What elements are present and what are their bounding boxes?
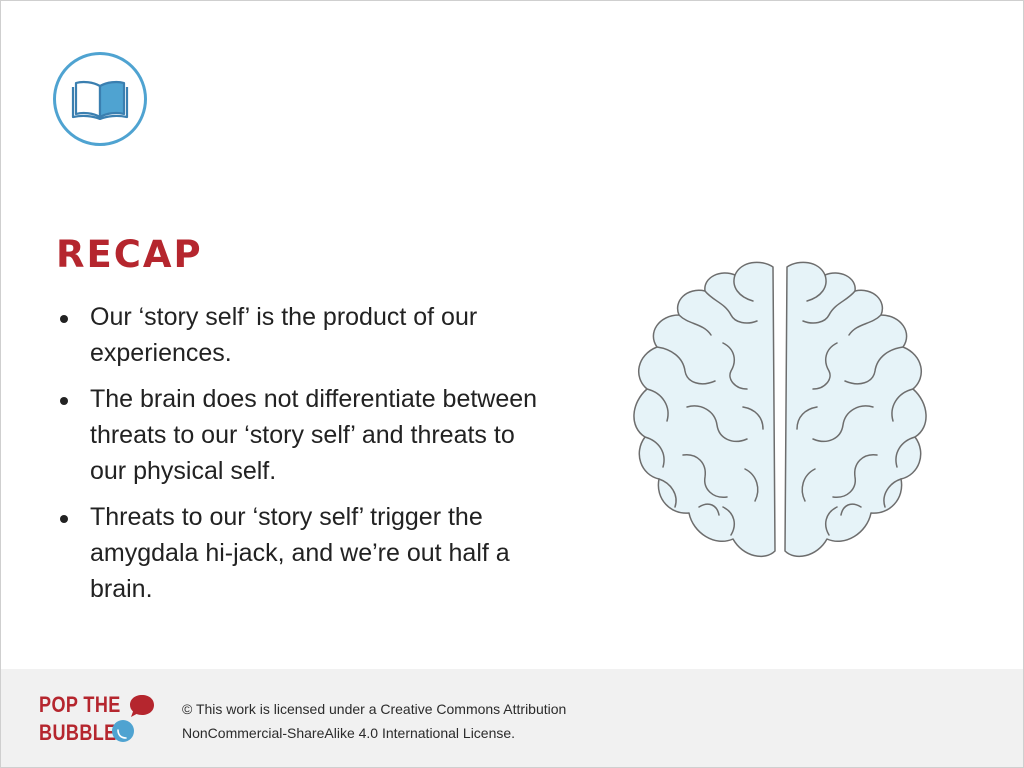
list-item: Our ‘story self’ is the product of our e… (57, 299, 597, 371)
blue-speech-bubble-icon (112, 720, 134, 742)
pop-the-bubble-logo: POP THE BUBBLE (39, 692, 159, 748)
license-line: NonCommercial-ShareAlike 4.0 Internation… (182, 725, 516, 741)
bullet-line: experiences. (90, 339, 232, 367)
book-badge (53, 52, 147, 146)
logo-line-2: BUBBLE (39, 720, 117, 745)
bullet-dot (60, 397, 68, 405)
bullet-line: brain. (90, 575, 153, 603)
bullet-line: The brain does not differentiate between (90, 385, 538, 413)
list-item: Threats to our ‘story self’ trigger the … (57, 499, 597, 607)
list-item: The brain does not differentiate between… (57, 381, 597, 489)
license-line: © This work is licensed under a Creative… (182, 701, 567, 717)
footer: POP THE BUBBLE © This work is licensed u… (1, 669, 1023, 767)
bullet-line: Our ‘story self’ is the product of our (90, 303, 478, 331)
bullet-line: amygdala hi-jack, and we’re out half a (90, 539, 510, 567)
bullet-dot (60, 515, 68, 523)
bullet-line: Threats to our ‘story self’ trigger the (90, 503, 483, 531)
brain-icon (633, 261, 927, 558)
bullet-line: our physical self. (90, 457, 277, 485)
license-text: © This work is licensed under a Creative… (182, 697, 566, 745)
open-book-icon (71, 80, 129, 120)
bullet-line: threats to our ‘story self’ and threats … (90, 421, 515, 449)
recap-list: Our ‘story self’ is the product of our e… (57, 299, 597, 617)
slide-title: RECAP (56, 233, 203, 276)
red-speech-bubble-icon (130, 695, 154, 717)
logo-line-1: POP THE (39, 692, 121, 717)
bullet-dot (60, 315, 68, 323)
